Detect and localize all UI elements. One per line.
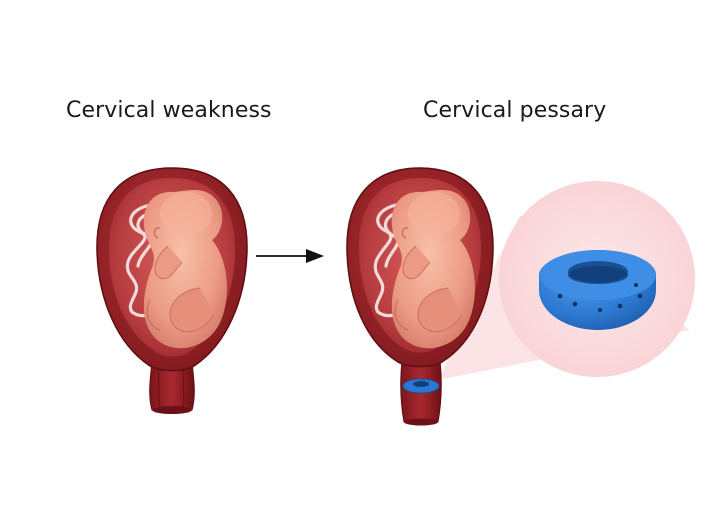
uterus-right bbox=[346, 167, 494, 426]
fetus-right bbox=[391, 190, 475, 349]
pessary-zoom-callout bbox=[438, 181, 695, 380]
uterus-left bbox=[96, 167, 248, 414]
pessary-in-cervix bbox=[402, 378, 440, 394]
label-cervical-pessary: Cervical pessary bbox=[423, 98, 607, 123]
right-arrow-icon bbox=[256, 249, 324, 263]
pessary-ring-icon bbox=[539, 250, 656, 330]
fetus-left bbox=[143, 190, 227, 349]
label-cervical-weakness: Cervical weakness bbox=[66, 98, 272, 123]
